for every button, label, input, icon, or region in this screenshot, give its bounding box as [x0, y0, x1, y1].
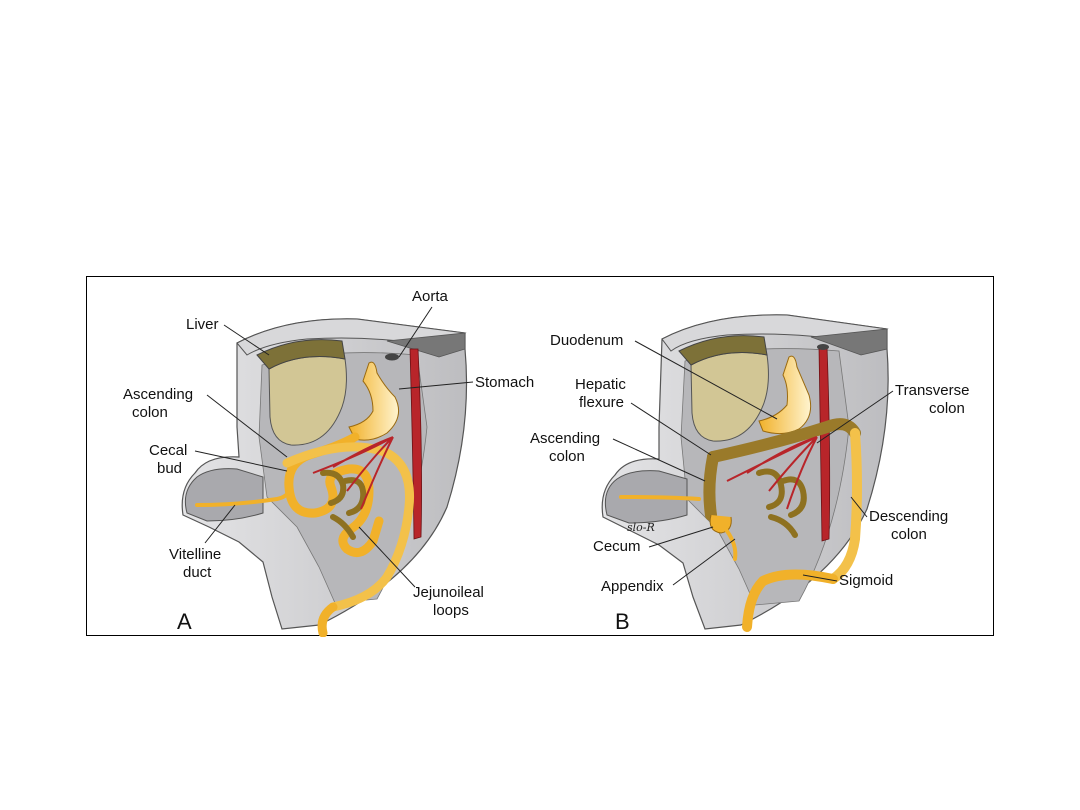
liver-top-a: [256, 339, 346, 370]
panel-b: Duodenum Hepatic flexure Ascending colon…: [530, 314, 969, 634]
ascending-colon-b: [703, 451, 719, 521]
descending-colon-b: [828, 428, 862, 584]
label-descending-colon-line1: Descending: [869, 508, 948, 525]
aorta-opening-a: [385, 353, 399, 361]
hindgut-a: [317, 602, 338, 637]
label-vitelline-duct-line2: duct: [183, 564, 212, 581]
label-cecal-bud-line1: Cecal: [149, 442, 187, 459]
aorta-a: [409, 348, 422, 540]
label-descending-colon-line2: colon: [891, 526, 927, 543]
label-jejunoileal-loops-line2: loops: [433, 602, 469, 619]
label-transverse-colon-line2: colon: [929, 400, 965, 417]
leader-sigmoid: [802, 574, 838, 582]
stomach-a: [348, 361, 400, 441]
label-stomach: Stomach: [475, 374, 534, 391]
label-ascending-colon-b-line1: Ascending: [530, 430, 600, 447]
leader-duodenum: [634, 340, 778, 420]
aorta-b: [818, 346, 831, 542]
leader-hepatic-flexure: [630, 402, 712, 456]
transverse-colon-b: [707, 418, 861, 463]
label-cecum: Cecum: [593, 538, 641, 555]
leader-ascending-colon-b: [612, 438, 706, 482]
label-appendix: Appendix: [601, 578, 664, 595]
panel-letter-a: A: [177, 609, 192, 634]
appendix-b: [725, 529, 738, 561]
aorta-opening-b: [817, 344, 829, 350]
label-hepatic-flexure-line2: flexure: [579, 394, 624, 411]
stomach-b: [758, 355, 812, 435]
cut-face-a: [386, 332, 466, 358]
umbilical-opening-a: [184, 468, 264, 522]
label-sigmoid: Sigmoid: [839, 572, 893, 589]
leader-ascending-colon-a: [206, 394, 288, 458]
jejunoileal-loops-a: [320, 469, 367, 540]
label-vitelline-duct-line1: Vitelline: [169, 546, 221, 563]
figure-frame: Liver Aorta Stomach Ascending colon Ceca…: [86, 276, 994, 637]
label-ascending-colon-a-line1: Ascending: [123, 386, 193, 403]
embryo-gut-rotation-illustration: Liver Aorta Stomach Ascending colon Ceca…: [123, 288, 969, 637]
panel-a: Liver Aorta Stomach Ascending colon Ceca…: [123, 288, 534, 637]
label-ascending-colon-b-line2: colon: [549, 448, 585, 465]
liver-top-b: [678, 335, 768, 366]
leader-cecum: [648, 526, 714, 548]
label-jejunoileal-loops-line1: Jejunoileal: [413, 584, 484, 601]
label-duodenum: Duodenum: [550, 332, 623, 349]
label-hepatic-flexure-line1: Hepatic: [575, 376, 626, 393]
leader-descending-colon: [850, 496, 868, 518]
label-liver: Liver: [186, 316, 219, 333]
mesenteric-arteries-b: [726, 436, 818, 510]
label-aorta: Aorta: [412, 288, 449, 305]
leader-stomach: [398, 381, 474, 390]
cut-face-b: [810, 328, 888, 356]
leader-transverse-colon: [816, 390, 894, 444]
leader-jejunoileal-loops: [358, 526, 416, 588]
cecum-b: [709, 514, 732, 534]
vitelline-remnant-b: [619, 495, 701, 501]
leader-aorta: [398, 306, 433, 358]
mesenteric-arteries-a: [312, 436, 394, 510]
leader-appendix: [672, 538, 736, 586]
panel-letter-b: B: [615, 609, 630, 634]
label-cecal-bud-line2: bud: [157, 460, 182, 477]
artist-signature: slo-R: [627, 521, 655, 534]
large-loop-a: [282, 442, 415, 612]
vitelline-duct-a: [195, 487, 293, 507]
small-bowel-loops-b: [756, 468, 807, 538]
leader-liver: [223, 324, 270, 356]
label-ascending-colon-a-line2: colon: [132, 404, 168, 421]
sigmoid-b: [742, 569, 838, 632]
leader-cecal-bud: [194, 450, 288, 472]
leader-vitelline-duct: [204, 504, 236, 544]
label-transverse-colon-line1: Transverse: [895, 382, 969, 399]
